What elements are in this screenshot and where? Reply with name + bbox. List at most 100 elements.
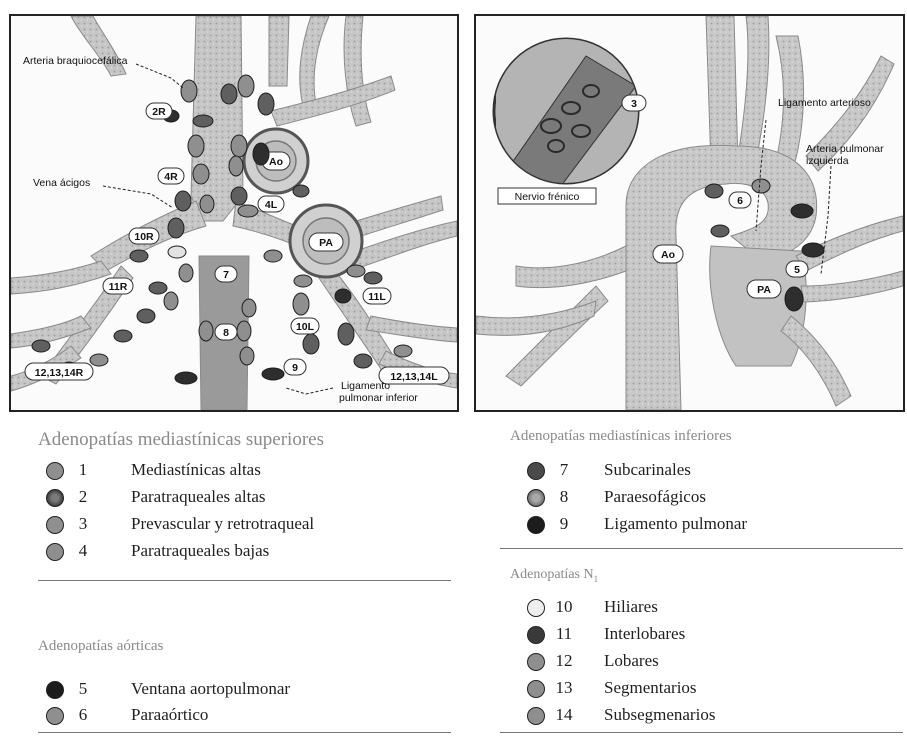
legend-num: 12 [549,651,579,671]
node-ellipse [303,334,319,354]
node-ellipse [130,250,148,262]
node-ellipse [791,204,813,218]
mediastinum-front-illustration: Ao PA [11,16,457,410]
medium-node-icon [527,680,545,698]
svg-text:5: 5 [794,264,800,276]
legend-label: Prevascular y retrotraqueal [131,514,314,534]
station-12-13-14r: 12,13,14R [25,363,93,380]
node-ellipse [168,218,184,238]
node-ellipse [181,80,197,102]
legend-label: Ligamento pulmonar [604,514,747,534]
station-11r: 11R [103,278,133,294]
pulm-artery-label: Arteria pulmonar [806,143,884,155]
azygos-label: Vena ácigos [33,177,90,189]
legend-divider [38,580,451,581]
legend-label: Hiliares [604,597,658,617]
legend-num: 3 [68,514,98,534]
node-ellipse [193,115,213,127]
ao-label: Ao [269,156,283,168]
station-4l: 4L [258,196,284,212]
legend-num: 2 [68,487,98,507]
node-ellipse [394,345,412,357]
legend-label: Mediastínicas altas [131,460,261,480]
legend-label: Paraaórtico [131,705,208,725]
node-ellipse [711,225,729,237]
node-ellipse [164,292,178,310]
node-ellipse [253,143,269,165]
svg-text:10L: 10L [296,321,315,333]
node-ellipse [179,264,193,282]
legend-label: Segmentarios [604,678,697,698]
azygos-leader [103,186,173,208]
node-ellipse [237,321,251,341]
svg-text:9: 9 [292,362,298,374]
node-ellipse [238,75,254,97]
phrenic-label: Nervio frénico [515,191,580,203]
svg-text:11L: 11L [368,291,386,303]
legend-num: 1 [68,460,98,480]
station-9: 9 [284,359,306,375]
ligament-label-line2: pulmonar inferior [339,392,418,404]
legend-label: Lobares [604,651,659,671]
node-ellipse [231,187,247,205]
node-ellipse [114,330,132,342]
mediastinum-left-lateral-illustration: 3 Nervio frénico 6 5 Ao PA Ligamento art… [476,16,903,410]
node-ellipse [149,282,167,294]
station-8: 8 [215,324,237,340]
brachiocephalic-leader [136,64,183,88]
node-ellipse [347,265,365,277]
left-anatomy-panel: Ao PA [9,14,459,412]
bronchial-tree [11,16,457,410]
node-ellipse [294,275,312,287]
station-2r: 2R [146,103,172,119]
svg-text:2R: 2R [152,106,166,118]
pa-label: PA [319,237,333,249]
medium-node-icon [527,653,545,671]
legend-divider [500,732,903,733]
pa-label-right: PA [757,284,771,296]
node-ellipse [240,347,254,365]
station-3: 3 [622,95,646,111]
node-ellipse [364,272,382,284]
svg-text:4R: 4R [164,171,178,183]
node-ellipse [802,243,824,257]
node-ellipse [175,191,191,211]
phrenic-label-box: Nervio frénico [498,188,596,204]
node-ellipse [705,184,723,198]
node-ellipse [335,289,351,303]
legend-num: 6 [68,705,98,725]
dark-node-icon [527,626,545,644]
svg-text:12,13,14L: 12,13,14L [390,371,438,383]
legend-label: Ventana aortopulmonar [131,679,290,699]
medium-node-icon [46,516,64,534]
node-ellipse [338,323,354,345]
node-ellipse [32,340,50,352]
node-ellipse [231,135,247,157]
black-node-icon [46,681,64,699]
node-ellipse [293,185,309,197]
pale-node-icon [527,599,545,617]
node-ellipse [168,246,186,258]
legend-num: 7 [549,460,579,480]
node-ellipse [199,321,213,341]
legend-label: Interlobares [604,624,685,644]
legend-num: 11 [549,624,579,644]
ligament-leader [286,388,333,394]
node-ellipse [752,179,770,193]
station-6: 6 [729,192,751,208]
node-ellipse [193,164,209,184]
station-10r: 10R [129,228,159,244]
legend-n1-title-subscript: 1 [594,574,599,584]
brachiocephalic-label: Arteria braquiocefálica [23,55,128,67]
legend-label: Subcarinales [604,460,691,480]
node-ellipse [137,309,155,323]
ao-label-right: Ao [661,249,675,261]
node-ellipse [354,354,372,368]
ligamentum-label: Ligamento arterioso [778,97,871,109]
medium-node-icon [527,707,545,725]
node-ellipse [293,293,309,315]
pulm-artery-label-line2: izquierda [806,155,849,167]
legend-label: Paratraqueales altas [131,487,266,507]
node-ellipse [200,195,214,213]
legend-label: Paraesofágicos [604,487,706,507]
